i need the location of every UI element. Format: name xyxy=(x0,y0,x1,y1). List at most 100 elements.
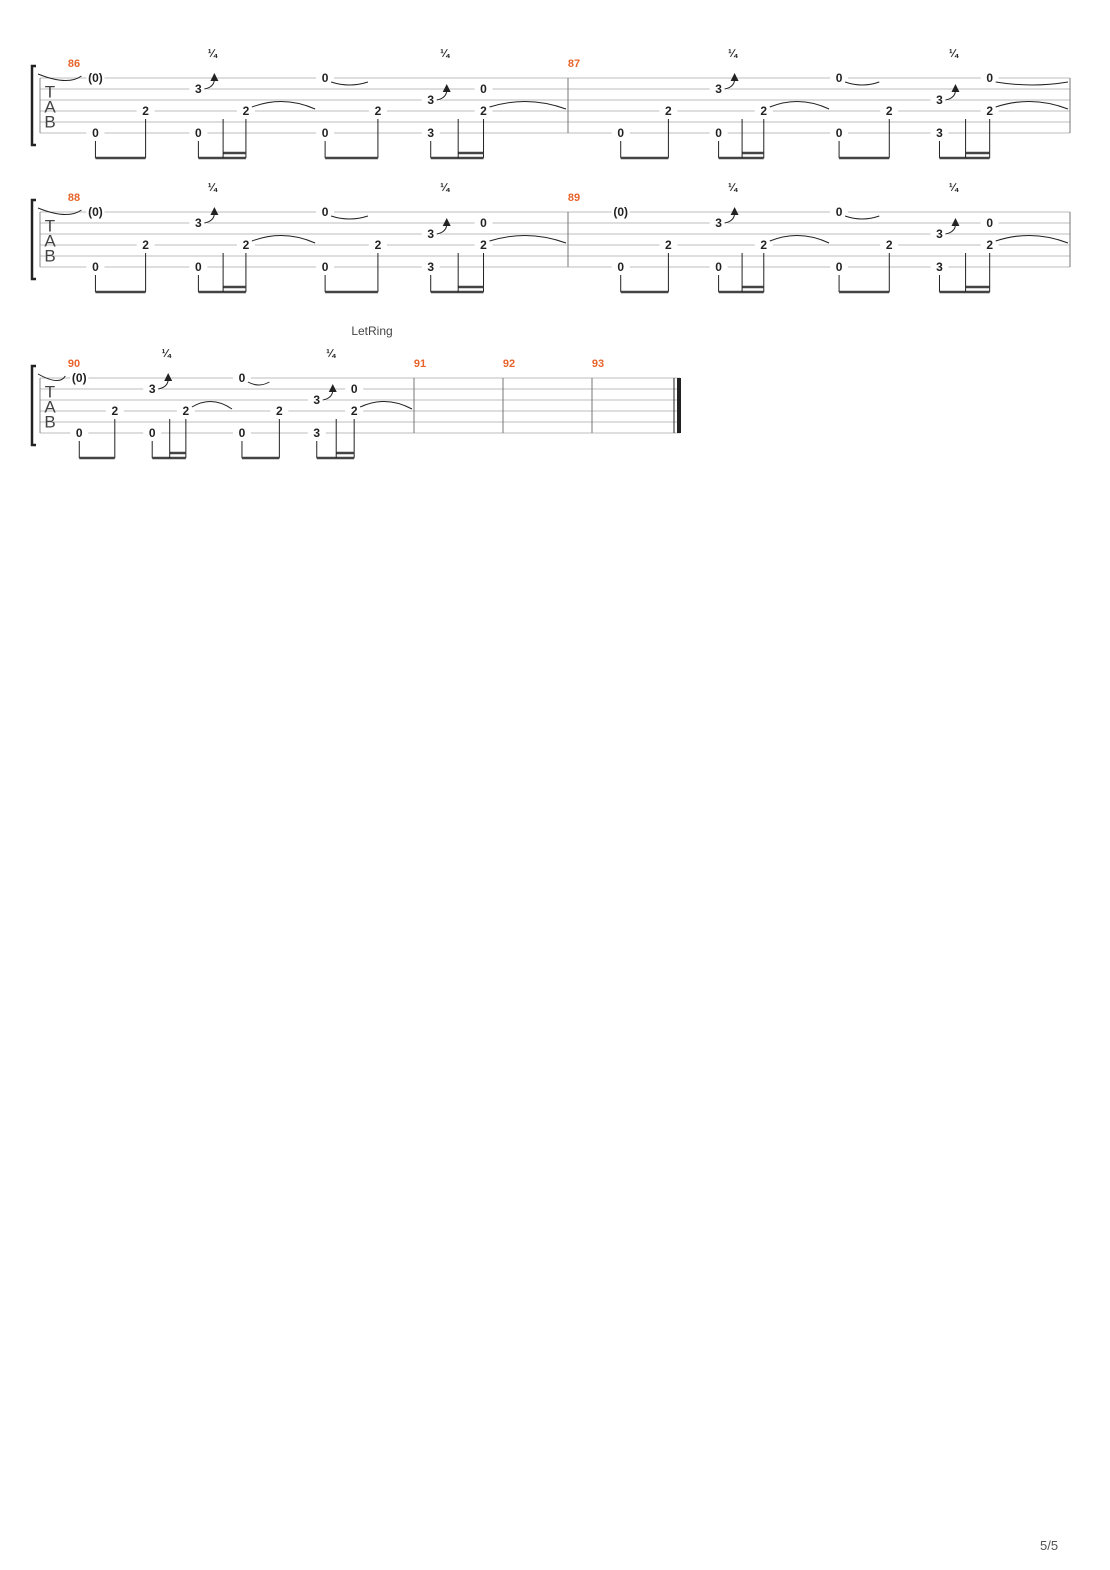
tie-arc xyxy=(489,234,567,244)
fret-number: 2 xyxy=(142,104,149,118)
fret-bg xyxy=(930,261,949,273)
tab-clef-letter: B xyxy=(44,247,55,266)
fret-number: 0 xyxy=(836,126,843,140)
fret-bg xyxy=(316,127,335,139)
fret-bg xyxy=(316,261,335,273)
fret-bg xyxy=(316,206,335,218)
fret-bg xyxy=(105,405,124,417)
fret-number: 3 xyxy=(313,393,320,407)
fret-bg xyxy=(474,105,493,117)
fret-bg xyxy=(830,261,849,273)
fret-number: 2 xyxy=(142,238,149,252)
fret-bg xyxy=(345,383,364,395)
fret-number: 0 xyxy=(195,126,202,140)
fret-bg xyxy=(474,83,493,95)
fret-bg xyxy=(86,72,105,84)
fret-bg xyxy=(611,261,630,273)
tie-arc xyxy=(844,81,880,86)
measure-number: 88 xyxy=(68,192,80,204)
page-number: 5/5 xyxy=(1040,1538,1059,1553)
fret-number: 0 xyxy=(617,126,624,140)
bend-arrowhead xyxy=(442,218,451,226)
fret-number: 0 xyxy=(986,71,993,85)
tab-clef-letter: A xyxy=(44,398,56,417)
bend-label: ¼ xyxy=(949,48,959,60)
bend-arrowhead xyxy=(951,84,960,92)
tab-clef-letter: B xyxy=(44,413,55,432)
fret-number: 3 xyxy=(149,382,156,396)
tab-clef-letter: T xyxy=(45,383,55,402)
fret-number: 2 xyxy=(986,104,993,118)
system-bracket xyxy=(30,364,36,447)
fret-bg xyxy=(345,405,364,417)
fret-number: 2 xyxy=(665,104,672,118)
fret-number: 2 xyxy=(760,238,767,252)
fret-bg xyxy=(143,383,162,395)
fret-bg xyxy=(136,105,155,117)
fret-number: 2 xyxy=(183,404,190,418)
tie-arc xyxy=(191,401,233,410)
bend-arrowhead xyxy=(210,207,219,215)
fret-bg xyxy=(611,127,630,139)
fret-bg xyxy=(232,427,251,439)
bend-arrowhead xyxy=(328,384,337,392)
fret-bg xyxy=(70,372,89,384)
fret-number: 3 xyxy=(427,126,434,140)
fret-bg xyxy=(189,261,208,273)
fret-number: 2 xyxy=(886,238,893,252)
fret-bg xyxy=(176,405,195,417)
fret-bg xyxy=(930,127,949,139)
fret-number: 2 xyxy=(480,104,487,118)
measure-number: 91 xyxy=(414,358,426,370)
fret-bg xyxy=(316,72,335,84)
fret-number: 0 xyxy=(322,260,329,274)
fret-bg xyxy=(830,72,849,84)
measure-number: 89 xyxy=(568,192,580,204)
tie-arc xyxy=(251,100,316,110)
fret-bg xyxy=(930,94,949,106)
fret-bg xyxy=(709,261,728,273)
fret-bg xyxy=(980,105,999,117)
tie-arc xyxy=(247,381,270,386)
measure-number: 86 xyxy=(68,58,80,70)
bend-label: ¼ xyxy=(949,182,959,194)
measure-number: 93 xyxy=(592,358,604,370)
fret-bg xyxy=(368,239,387,251)
tab-clef-letter: B xyxy=(44,113,55,132)
tab-clef-letter: A xyxy=(44,232,56,251)
fret-number: 0 xyxy=(92,126,99,140)
fret-number: 2 xyxy=(351,404,358,418)
system-bracket xyxy=(30,198,36,281)
let-ring-label: LetRing xyxy=(351,324,392,338)
bend-arrowhead xyxy=(730,207,739,215)
fret-number: 0 xyxy=(715,126,722,140)
tie-arc xyxy=(251,234,316,244)
fret-number: 2 xyxy=(760,104,767,118)
system-bracket xyxy=(30,64,36,147)
fret-number: (0) xyxy=(88,205,103,219)
fret-number: (0) xyxy=(613,205,628,219)
fret-number: 0 xyxy=(92,260,99,274)
fret-bg xyxy=(474,217,493,229)
fret-number: 2 xyxy=(276,404,283,418)
tie-arc xyxy=(330,215,369,220)
fret-bg xyxy=(980,217,999,229)
fret-number: 0 xyxy=(480,216,487,230)
fret-number: 0 xyxy=(149,426,156,440)
bend-label: ¼ xyxy=(728,182,738,194)
bend-label: ¼ xyxy=(208,182,218,194)
fret-bg xyxy=(709,83,728,95)
bend-arrowhead xyxy=(730,73,739,81)
fret-bg xyxy=(232,372,251,384)
fret-number: 2 xyxy=(375,238,382,252)
tie-arc xyxy=(359,401,413,410)
bend-label: ¼ xyxy=(162,348,172,360)
fret-number: 3 xyxy=(427,93,434,107)
bend-label: ¼ xyxy=(728,48,738,60)
fret-bg xyxy=(611,206,630,218)
fret-number: 2 xyxy=(480,238,487,252)
fret-bg xyxy=(709,217,728,229)
fret-bg xyxy=(86,127,105,139)
fret-number: 0 xyxy=(239,426,246,440)
fret-bg xyxy=(189,127,208,139)
